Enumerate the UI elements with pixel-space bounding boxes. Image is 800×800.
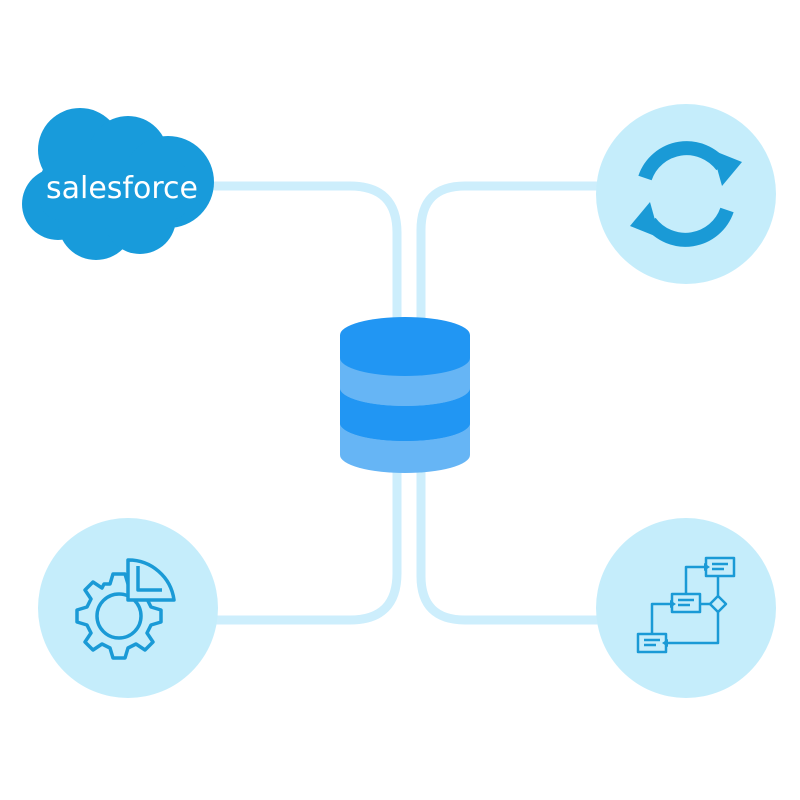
- connector-sync-database: [416, 181, 603, 325]
- database-node: [340, 317, 470, 473]
- connector-workflow-database: [416, 465, 603, 625]
- database-icon: [340, 317, 470, 473]
- workflow-node: [596, 518, 776, 698]
- sync-node: [596, 104, 776, 284]
- salesforce-node: salesforce: [22, 108, 214, 260]
- connector-settings-database: [210, 465, 402, 625]
- salesforce-cloud-logo: [22, 108, 214, 260]
- connectors: [210, 181, 603, 625]
- connector-salesforce-database: [210, 181, 402, 325]
- settings-circle: [38, 518, 218, 698]
- salesforce-wordmark: salesforce: [46, 171, 198, 206]
- flowchart-arrowheads: [662, 563, 710, 647]
- flowchart-icon: [636, 556, 736, 654]
- gear-chart-icon: [75, 558, 176, 660]
- sync-circle: [596, 104, 776, 284]
- workflow-circle: [596, 518, 776, 698]
- sync-arrows-icon: [638, 141, 734, 247]
- sync-arrowheads: [630, 150, 742, 238]
- settings-node: [38, 518, 218, 698]
